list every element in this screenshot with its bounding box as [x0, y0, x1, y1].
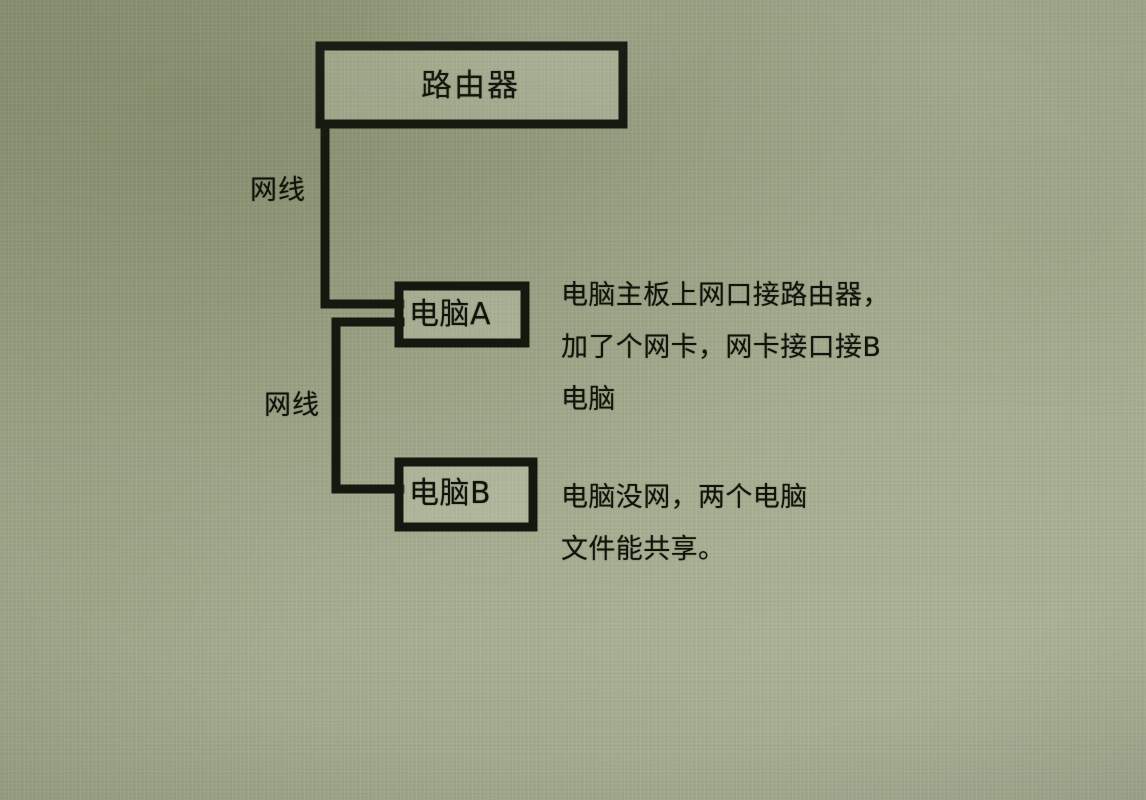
computer-a-annotation-line-3: 电脑 [561, 384, 616, 415]
computer-b-annotation: 电脑没网，两个电脑 文件能共享。 [561, 472, 808, 576]
computer-a-label: 电脑A [409, 297, 492, 332]
computer-b-annotation-line-1: 电脑没网，两个电脑 [561, 482, 808, 513]
computer-b-node [394, 457, 538, 532]
computer-b-annotation-line-2: 文件能共享。 [561, 534, 726, 565]
computer-a-annotation-line-1: 电脑主板上网口接路由器， [561, 280, 890, 311]
computer-a-annotation-line-2: 加了个网卡，网卡接口接B [561, 332, 882, 363]
cable-label-router-to-a: 网线 [250, 175, 306, 206]
computer-b-label: 电脑B [409, 476, 492, 511]
computer-a-annotation: 电脑主板上网口接路由器， 加了个网卡，网卡接口接B 电脑 [561, 270, 890, 426]
router-node [315, 41, 628, 129]
cable-label-a-to-b: 网线 [264, 390, 320, 421]
cable-computer-a-to-computer-b [331, 317, 405, 494]
cable-router-to-computer-a [320, 119, 405, 309]
router-label: 路由器 [421, 68, 520, 104]
